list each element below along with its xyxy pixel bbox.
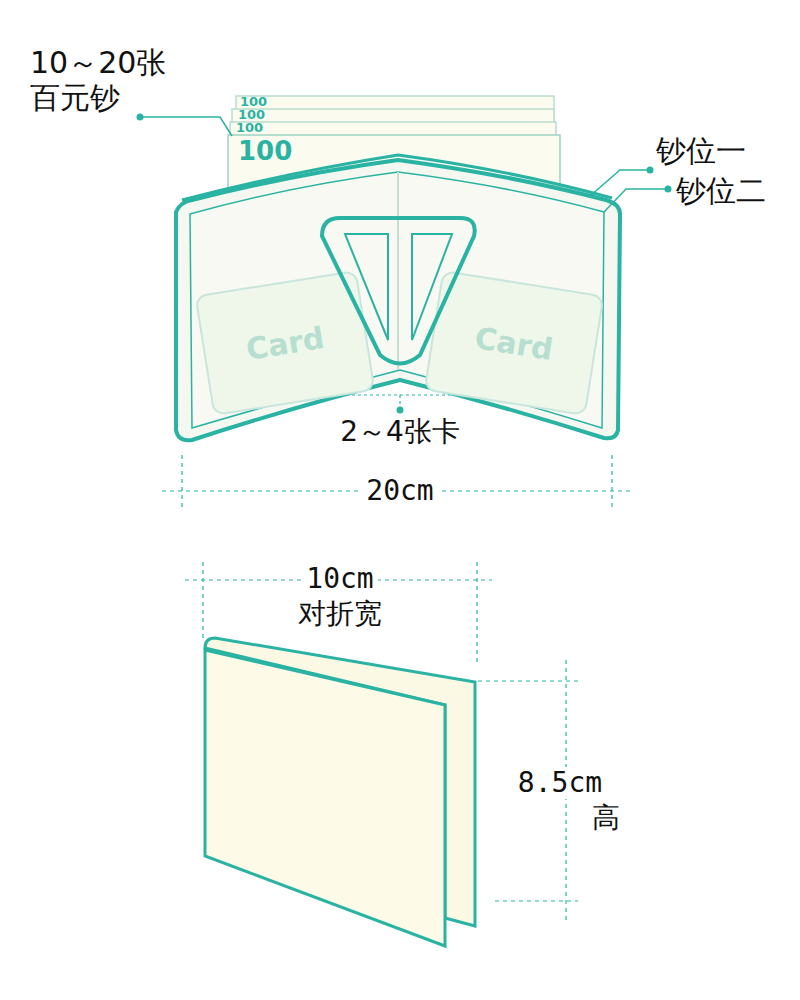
card-label: Card [243,320,326,367]
card-label: Card [472,320,555,367]
callout-label: 钞位一 [656,134,746,169]
callout-label: 2～4张卡 [340,416,460,448]
callout-label: 钞位二 [676,174,766,209]
banknote-value: 100 [236,121,263,134]
dimension-label: 20cm [362,475,437,507]
card-shape: Card [194,270,375,416]
dimension-label: 8.5cm [514,767,606,799]
card-shape: Card [423,270,604,416]
banknote-value: 100 [238,108,265,121]
dimension-label: 高 [588,802,624,834]
callout-label: 10～20张 百元钞 [30,46,180,115]
dimension-label: 对折宽 [298,598,382,630]
banknote-value: 100 [240,95,267,108]
banknote-value: 100 [238,137,292,167]
dimension-label: 10cm [302,563,377,595]
